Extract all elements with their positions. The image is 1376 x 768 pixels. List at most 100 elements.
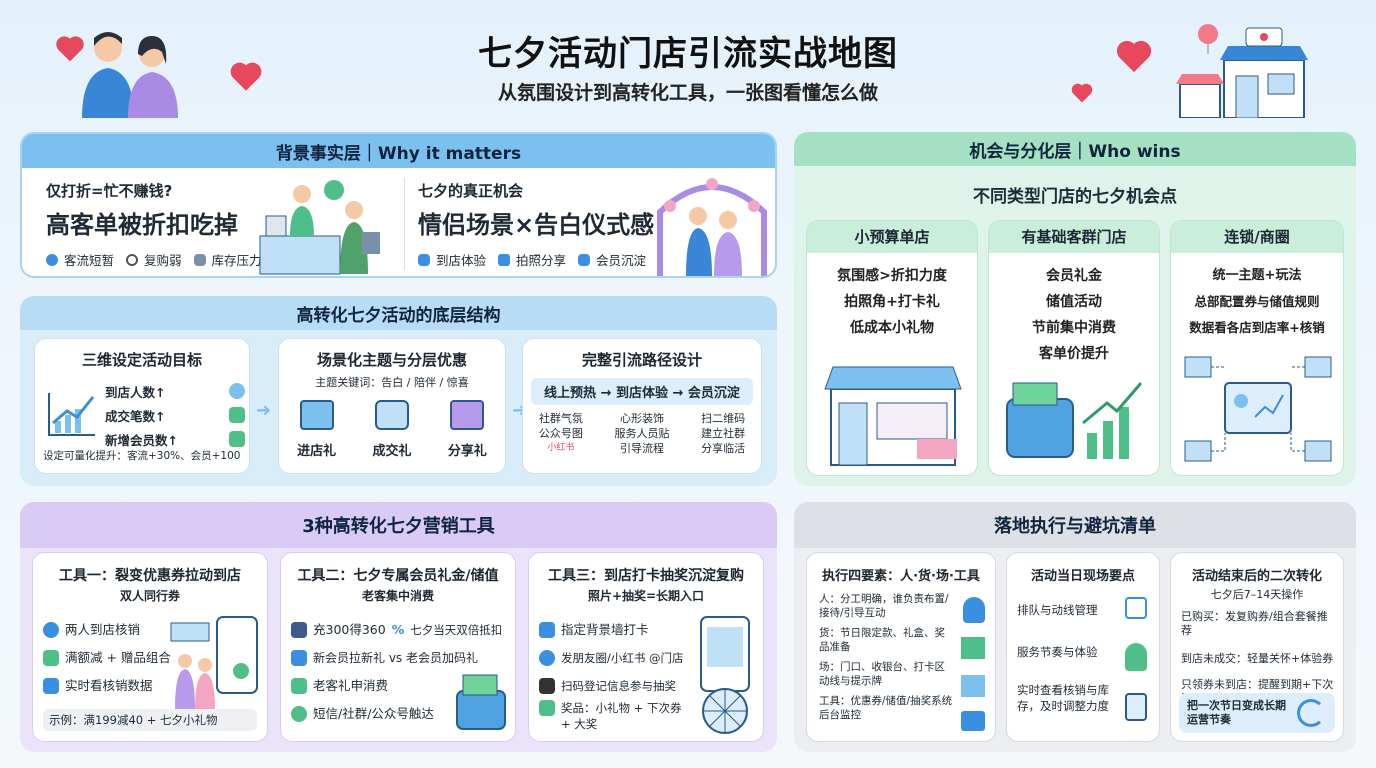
checklist-item: 人：分工明确，谁负责布置/接待/引导互动	[819, 593, 949, 619]
couple-illustration	[82, 32, 178, 118]
tool-card-1: 工具一：裂变优惠券拉动到店 双人同行券 两人到店核销 满额减 + 赠品组合 实时…	[32, 552, 268, 742]
checklist-item: 到店未成交：轻量关怀+体验券	[1181, 652, 1334, 665]
path-cell: 社群气氛	[538, 412, 583, 425]
tool-example: 示例：满199减40 + 七夕小礼物	[43, 709, 257, 731]
goal-item: 到店人数↑	[105, 379, 245, 403]
card-subtitle: 老客集中消费	[361, 589, 434, 603]
checklist-panel: 落地执行与避坑清单 执行四要素：人·货·场·工具 人：分工明确，谁负责布置/接待…	[794, 502, 1356, 752]
camera-icon	[539, 622, 555, 638]
opportunity-line: 会员礼金	[1046, 268, 1102, 284]
tag-member: 会员沉淀	[578, 250, 646, 269]
wallet-growth-icon	[1006, 382, 1143, 459]
opportunity-line: 统一主题+玩法	[1212, 268, 1302, 283]
card-title: 工具一：裂变优惠券拉动到店	[59, 568, 241, 584]
money-icon	[291, 622, 307, 638]
structure-card-goals: 三维设定活动目标 到店人数↑ 成交笔数↑ 新增会员数↑ 设定可量化提升：客流+3…	[34, 338, 250, 474]
chart-icon	[43, 678, 59, 694]
checklist-item: 场：门口、收银台、打卡区动线与提示牌	[819, 661, 945, 687]
money-icon	[43, 650, 59, 666]
box-icon	[193, 253, 206, 266]
page-title: 七夕活动门店引流实战地图	[478, 34, 898, 74]
path-cell: 扫二维码	[701, 412, 746, 425]
card-title: 场景化主题与分层优惠	[316, 351, 467, 369]
opportunity-panel: 机会与分化层｜Who wins 不同类型门店的七夕机会点 小预算单店 氛围感>折…	[794, 132, 1356, 486]
tool-item: 充300得360%七夕当天双倍抵扣	[291, 616, 515, 644]
card-title: 活动结束后的二次转化	[1191, 569, 1322, 584]
page-subtitle: 从氛围设计到高转化工具，一张图看懂怎么做	[497, 82, 878, 104]
cashier-illustration	[259, 180, 380, 275]
opportunity-line: 节前集中消费	[1032, 320, 1116, 336]
checklist-item: 货：节日限定款、礼盒、奖品准备	[819, 627, 945, 653]
goal-label: 新增会员数↑	[105, 432, 178, 448]
route-icon	[1125, 597, 1147, 619]
dashboard-icon	[961, 711, 985, 731]
opportunity-line: 拍照角+打卡礼	[844, 294, 940, 310]
checklist-item: 排队与动线管理	[1017, 603, 1098, 617]
path-cell: 小红书	[547, 443, 575, 453]
background-right: 七夕的真正机会 情侣场景×告白仪式感 到店体验 拍照分享 会员沉淀	[418, 180, 668, 269]
ticket-icon	[450, 400, 485, 430]
phone-coupon-icon	[170, 616, 258, 709]
wallet-icon	[456, 674, 506, 730]
card-subtitle: 主题关键词：告白 / 陪伴 / 惊喜	[315, 376, 469, 389]
opportunity-line: 数据看各店到店率+核销	[1189, 320, 1325, 335]
path-column: 心形装饰服务人员贴引导流程	[614, 411, 669, 456]
goal-item: 成交笔数↑	[105, 403, 245, 427]
goal-footnote: 设定可量化提升：客流+30%、会员+100	[43, 450, 241, 462]
background-right-headline: 情侣场景×告白仪式感	[418, 211, 655, 239]
goal-label: 到店人数↑	[105, 384, 166, 400]
tool-item: 满额减 + 赠品组合	[43, 644, 267, 672]
opportunity-card-chain: 连锁/商圈 统一主题+玩法 总部配置券与储值规则 数据看各店到店率+核销	[1170, 220, 1344, 476]
chat-icon	[291, 706, 307, 722]
tool-item: 两人到店核销	[43, 616, 267, 644]
checklist-card-elements: 执行四要素：人·货·场·工具 人：分工明确，谁负责布置/接待/引导互动 货：节日…	[806, 552, 996, 742]
card-title: 执行四要素：人·货·场·工具	[822, 569, 980, 584]
opportunity-panel-header: 机会与分化层｜Who wins	[794, 132, 1356, 166]
path-cell: 建立社群	[701, 427, 746, 440]
cup-icon	[418, 253, 430, 266]
card-title: 三维设定活动目标	[81, 351, 202, 369]
card-title: 有基础客群门店	[989, 221, 1159, 253]
qr-code-icon	[539, 678, 555, 694]
tool-item-label: 七夕当天双倍抵扣	[410, 623, 503, 637]
tag-label: 会员沉淀	[596, 253, 647, 268]
storefront-icon	[824, 366, 962, 466]
card-title: 工具二：七夕专属会员礼金/储值	[297, 568, 499, 584]
tool-item-label: 奖品：小礼物 + 下次券 + 大奖	[561, 701, 682, 731]
path-cell: 公众号图	[538, 427, 583, 440]
share-icon	[539, 650, 555, 666]
tools-panel: 3种高转化七夕营销工具 工具一：裂变优惠券拉动到店 双人同行券 两人到店核销 满…	[20, 502, 777, 752]
opportunity-line: 储值活动	[1046, 294, 1102, 310]
followup-highlight-text: 把一次节日变成长期运营节奏	[1187, 699, 1286, 726]
card-title: 活动当日现场要点	[1030, 569, 1135, 584]
tag-traffic: 客流短暂	[46, 250, 114, 269]
clock-icon	[46, 253, 58, 266]
tool-item: 奖品：小礼物 + 下次券 + 大奖	[539, 700, 689, 732]
card-title: 小预算单店	[807, 221, 977, 253]
gift-label: 分享礼	[447, 444, 487, 459]
tool-card-3: 工具三：到店打卡抽奖沉淀复购 照片+抽奖=长期入口 指定背景墙打卡 发朋友圈/小…	[528, 552, 764, 742]
path-cell: 引导流程	[619, 442, 664, 455]
tool-item-label: 指定背景墙打卡	[561, 622, 649, 637]
percent-icon: %	[391, 622, 405, 637]
card-subtitle: 七夕后7–14天操作	[1210, 588, 1304, 601]
card-subtitle: 双人同行券	[119, 589, 180, 603]
tool-item-label: 实时看核销数据	[65, 678, 153, 693]
opportunity-line: 低成本小礼物	[850, 320, 934, 336]
tag-repurchase: 复购弱	[126, 250, 182, 269]
structure-panel: 高转化七夕活动的底层结构 三维设定活动目标 到店人数↑ 成交笔数↑ 新增会员数↑…	[20, 296, 777, 486]
structure-card-path: 完整引流路径设计 线上预热 → 到店体验 → 会员沉淀 社群气氛公众号图小红书 …	[522, 338, 762, 474]
background-left: 仅打折=忙不赚钱? 高客单被折扣吃掉 客流短暂 复购弱 库存压力	[46, 180, 386, 269]
structure-card-theme: 场景化主题与分层优惠 主题关键词：告白 / 陪伴 / 惊喜 进店礼 成交礼 分享…	[278, 338, 506, 474]
gift-icon	[961, 637, 985, 659]
money-icon	[229, 407, 245, 423]
background-left-headline: 高客单被折扣吃掉	[46, 211, 238, 239]
tool-item-label: 扫码登记信息参与抽奖	[561, 679, 676, 693]
checklist-item: 服务节奏与体验	[1017, 645, 1098, 659]
camera-icon	[498, 253, 511, 266]
opportunity-card-base: 有基础客群门店 会员礼金 储值活动 节前集中消费 客单价提升	[988, 220, 1160, 476]
staff-icon	[963, 597, 985, 623]
staff-icon	[1125, 643, 1147, 671]
tag-label: 客流短暂	[64, 253, 115, 268]
tag-photo: 拍照分享	[498, 250, 566, 269]
